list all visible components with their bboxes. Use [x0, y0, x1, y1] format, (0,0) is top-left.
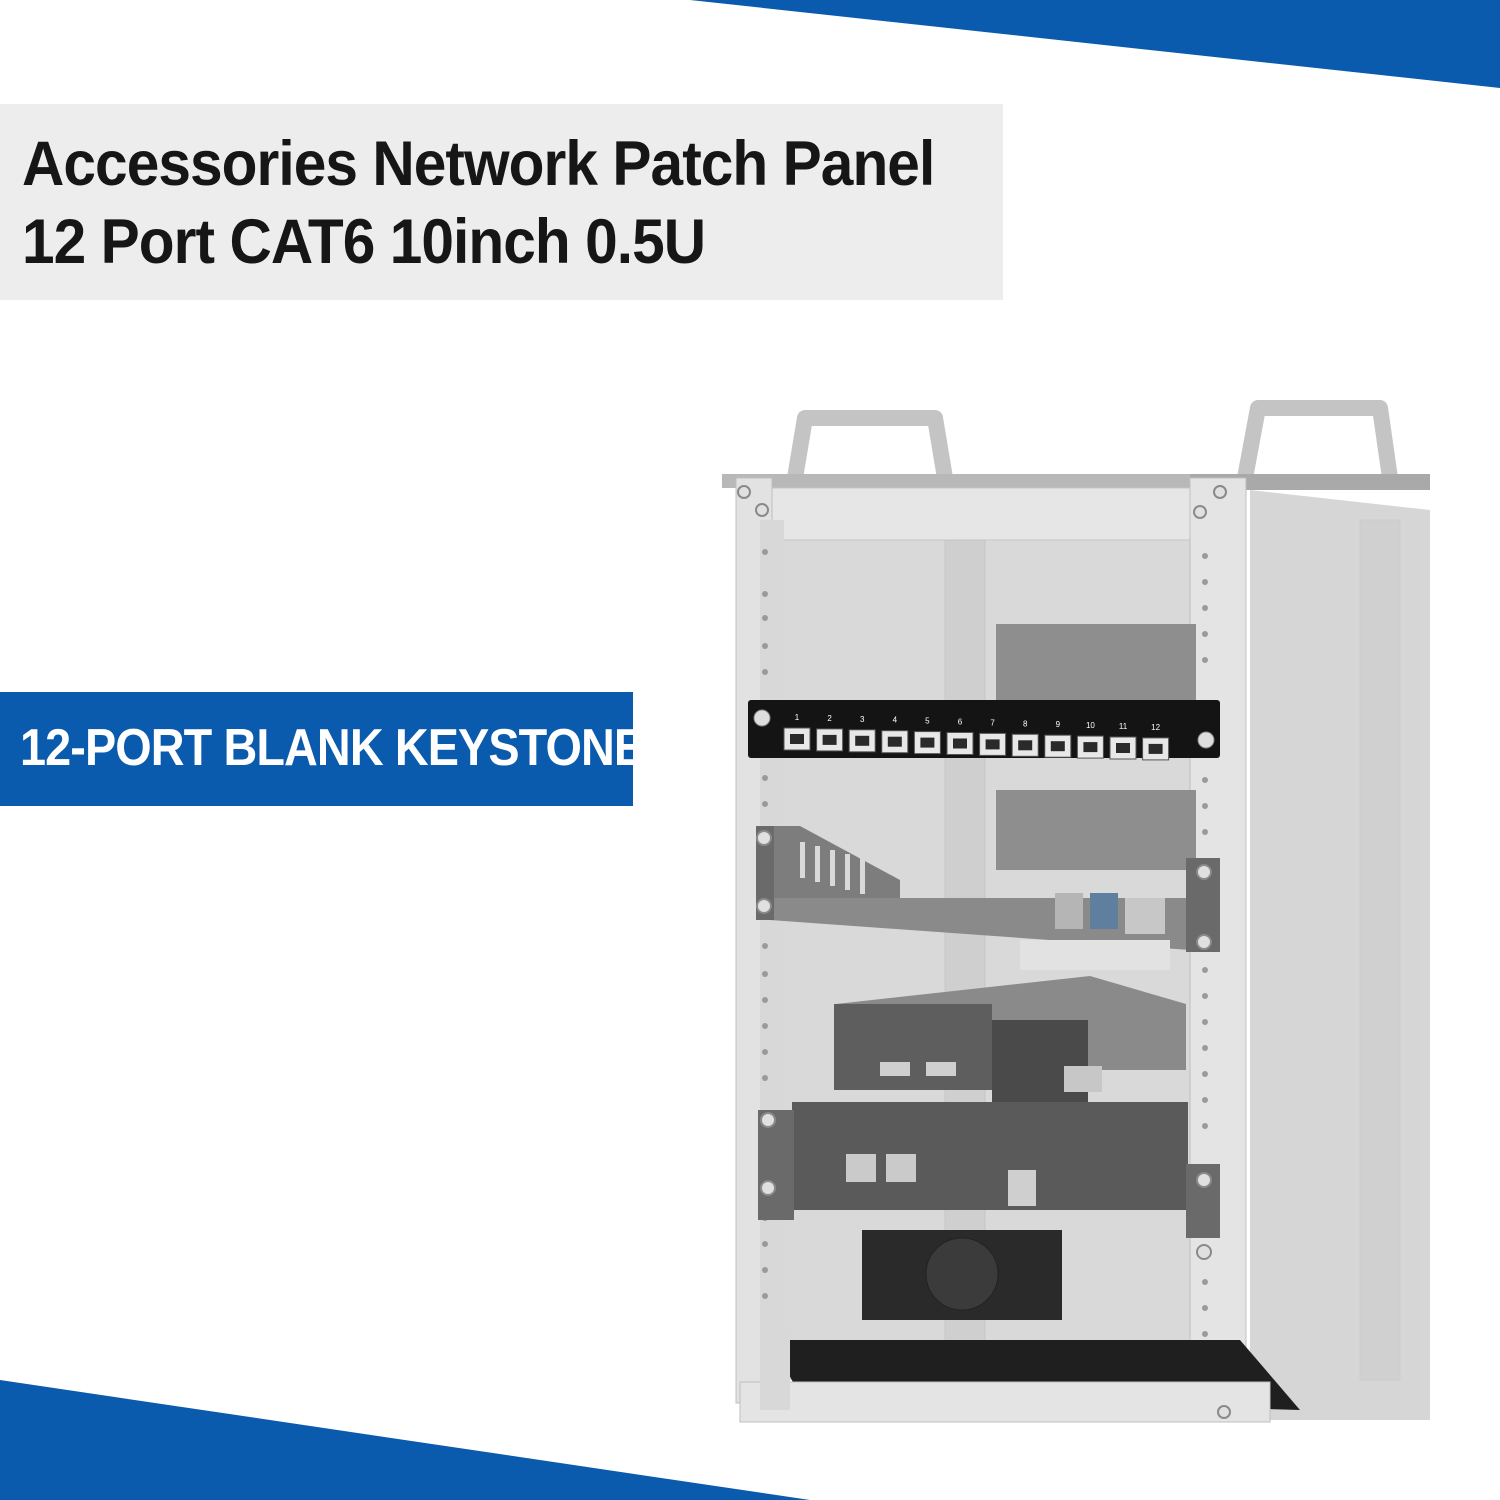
- rack-handles: [787, 400, 1398, 480]
- port-number-label: 1: [795, 713, 800, 722]
- title-box: [0, 104, 1003, 300]
- page-title-line-1: Accessories Network Patch Panel: [22, 129, 935, 199]
- port-jack: [1018, 740, 1033, 751]
- side-panel: [1250, 490, 1430, 1420]
- top-beam: [769, 487, 1191, 541]
- feature-badge: [0, 692, 633, 806]
- port-jack: [1083, 742, 1098, 753]
- port-jack: [920, 737, 935, 748]
- rack-base: [739, 1330, 1300, 1423]
- post-holes: [762, 549, 1208, 1337]
- panel-screw-left: [753, 709, 771, 727]
- blank-plate-lower: [996, 790, 1196, 870]
- panel-screw-right: [1197, 731, 1215, 749]
- port-jack: [887, 736, 902, 747]
- port-jack: [1116, 743, 1130, 753]
- top-right-stripe: [690, 0, 1500, 88]
- page-title-line-2: 12 Port CAT6 10inch 0.5U: [22, 207, 706, 277]
- port-jack: [790, 734, 804, 744]
- port-jack: [822, 734, 837, 745]
- port-number-label: 7: [990, 718, 995, 727]
- mini-pc-upper: [834, 976, 1186, 1112]
- top-plate: [722, 474, 1250, 488]
- mini-pc-lower: [758, 1102, 1220, 1238]
- port-number-label: 9: [1056, 720, 1061, 729]
- port-jack: [1148, 743, 1163, 754]
- cooling-fan: [862, 1230, 1062, 1320]
- port-jack: [985, 739, 1000, 750]
- raspberry-pi-board: [1020, 893, 1170, 970]
- port-number-label: 8: [1023, 719, 1028, 728]
- port-number-label: 6: [958, 718, 963, 727]
- port-number-label: 2: [827, 714, 832, 723]
- port-number-label: 5: [925, 717, 930, 726]
- port-number-label: 4: [893, 716, 898, 725]
- port-number-label: 10: [1086, 721, 1095, 730]
- port-jack: [855, 735, 870, 746]
- bottom-left-stripe: [0, 1380, 810, 1500]
- port-number-label: 11: [1119, 722, 1128, 731]
- port-number-label: 3: [860, 715, 865, 724]
- rack-screws: [737, 485, 1231, 1419]
- feature-badge-label: 12-PORT BLANK KEYSTONE: [20, 719, 645, 777]
- cantilever-shelf: [756, 826, 1220, 952]
- blank-plate-upper: [996, 624, 1196, 700]
- port-number-label: 12: [1151, 723, 1160, 732]
- port-jack: [1050, 741, 1065, 752]
- port-jack: [953, 738, 967, 749]
